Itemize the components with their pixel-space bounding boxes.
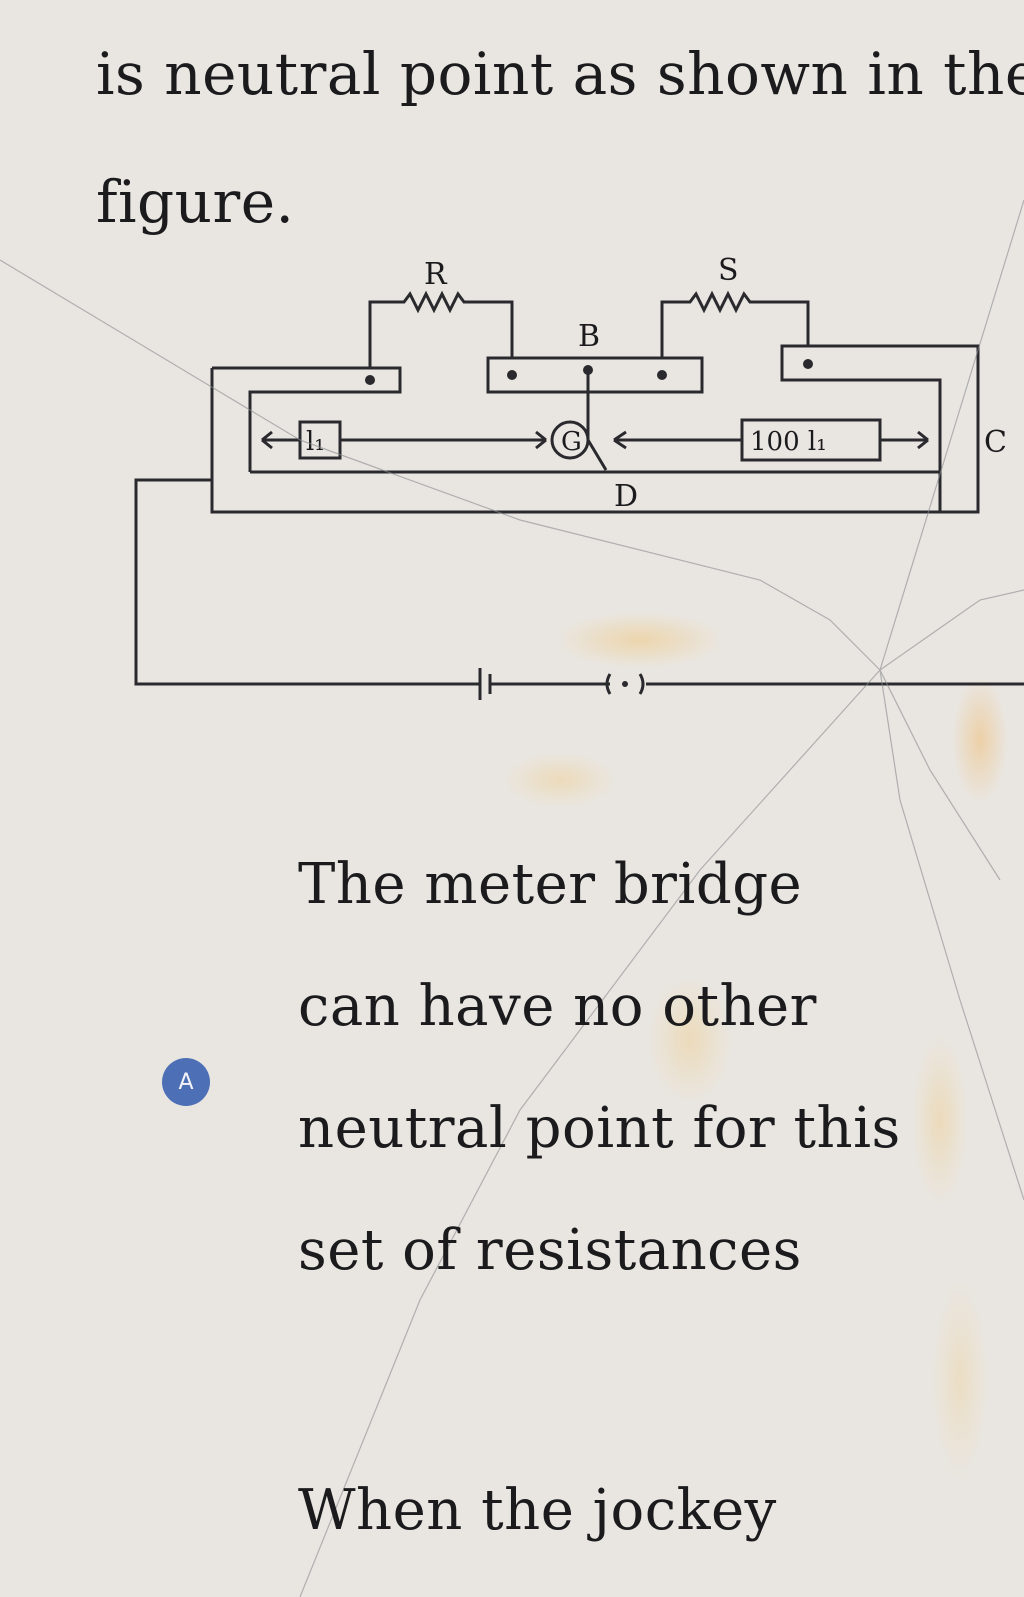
label-D: D (614, 479, 638, 514)
option-a-line-4[interactable]: set of resistances (298, 1218, 802, 1283)
option-a-line-2[interactable]: can have no other (298, 974, 817, 1039)
label-right-length: 100 l₁ (750, 427, 827, 457)
resistor-R (368, 290, 514, 368)
option-a-badge[interactable]: A (162, 1058, 210, 1106)
meter-bridge-circuit-diagram: R S B D C G l₁ 100 l₁ (134, 253, 1024, 700)
question-text-line-2: figure. (96, 168, 295, 236)
option-b-partial-text[interactable]: When the jockey (298, 1478, 777, 1543)
label-R: R (424, 257, 448, 292)
jockey-lead (586, 439, 608, 471)
battery-cell (478, 668, 492, 700)
label-left-length: l₁ (306, 427, 325, 457)
option-a-line-1[interactable]: The meter bridge (298, 852, 803, 917)
label-S: S (718, 253, 739, 288)
middle-gap-block (486, 356, 704, 394)
option-a-line-3[interactable]: neutral point for this (298, 1096, 901, 1161)
label-B: B (578, 319, 600, 354)
label-G: G (561, 427, 582, 457)
label-C: C (984, 425, 1007, 460)
question-text-line-1: is neutral point as shown in the (96, 40, 1024, 108)
resistor-S (660, 290, 810, 358)
